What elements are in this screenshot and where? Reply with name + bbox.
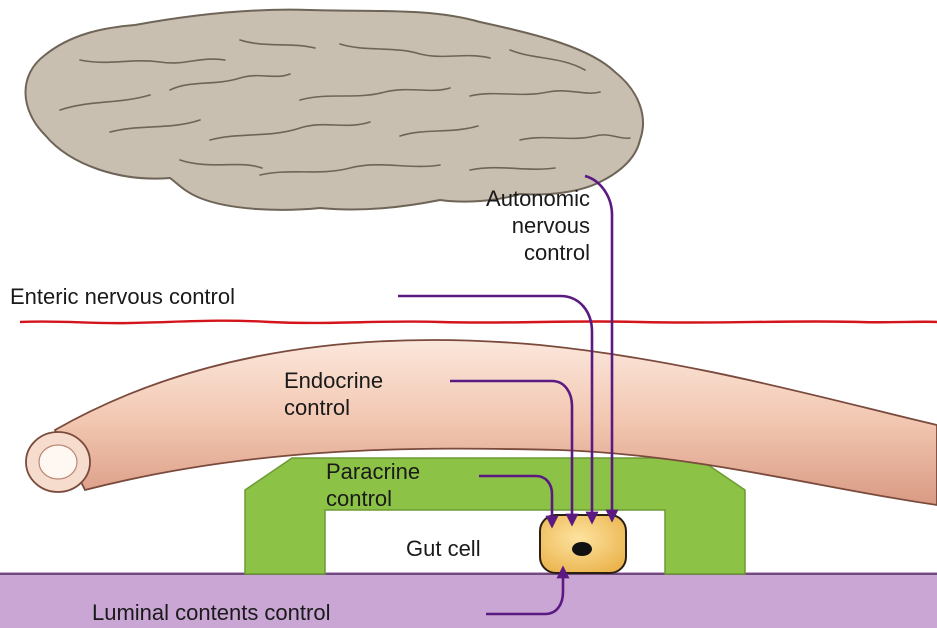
enteric-label: Enteric nervous control xyxy=(10,284,235,309)
brain-icon xyxy=(25,10,642,210)
endocrine-label-line1: Endocrine xyxy=(284,368,383,393)
autonomic-label-line2: nervous xyxy=(512,213,590,238)
gut-cell-label: Gut cell xyxy=(406,536,481,561)
cell-nucleus xyxy=(572,542,592,556)
endocrine-label-line2: control xyxy=(284,395,350,420)
paracrine-label-line2: control xyxy=(326,486,392,511)
enteric-nerve-line xyxy=(20,321,937,323)
autonomic-label-line3: control xyxy=(524,240,590,265)
autonomic-label-line1: Autonomic xyxy=(486,186,590,211)
luminal-label: Luminal contents control xyxy=(92,600,330,625)
paracrine-label-line1: Paracrine xyxy=(326,459,420,484)
